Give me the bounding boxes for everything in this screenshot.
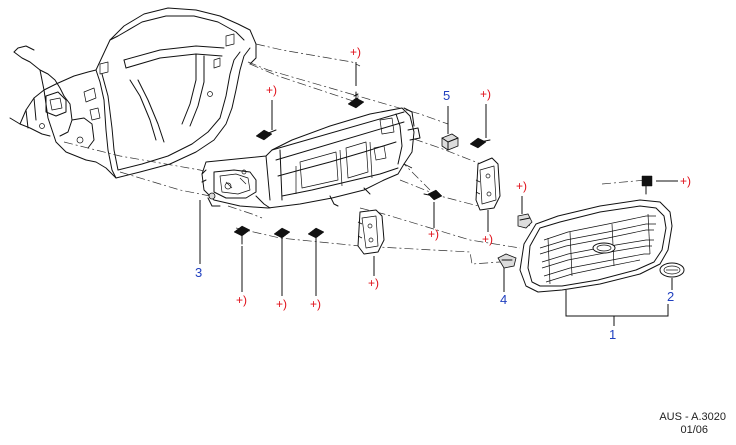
clip-upper <box>517 213 533 229</box>
note-marker-bracket-right: +) <box>482 232 494 246</box>
nut <box>441 133 459 151</box>
reference-block: AUS - A.3020 01/06 <box>659 411 726 437</box>
callout-clip: 4 <box>500 292 508 307</box>
bolt-middle <box>423 189 443 201</box>
bolt-upper-right <box>469 137 491 149</box>
reference-code: AUS - A.3020 <box>659 411 726 423</box>
note-marker-screw: +) <box>680 174 692 188</box>
note-marker-bolt-lower-2: +) <box>276 297 288 311</box>
radiator-support-panel <box>201 107 421 209</box>
reference-date: 01/06 <box>680 424 708 436</box>
bracket-right <box>475 157 501 211</box>
bolts-lower <box>233 225 325 247</box>
callout-emblem: 2 <box>667 289 675 304</box>
callout-panel: 3 <box>195 265 203 280</box>
note-marker-bolt-left: +) <box>266 83 278 97</box>
screw-grille-top <box>641 175 653 195</box>
bolt-upper-left <box>255 129 277 141</box>
clip-part-4 <box>497 253 517 269</box>
note-marker-bolt-lower-3: +) <box>310 297 322 311</box>
leader-lines <box>199 62 678 326</box>
note-marker-bolt-top: +) <box>350 45 362 59</box>
note-marker-bolt-right: +) <box>480 87 492 101</box>
vehicle-body-structure <box>9 7 257 179</box>
callout-nut: 5 <box>443 88 451 103</box>
callout-grille: 1 <box>609 327 617 342</box>
bolt-top-center <box>347 91 365 109</box>
bracket-left <box>357 209 385 255</box>
note-marker-bracket-left: +) <box>368 276 380 290</box>
emblem <box>659 262 685 278</box>
note-marker-clip-upper: +) <box>516 179 528 193</box>
note-marker-bolt-middle: +) <box>428 227 440 241</box>
note-marker-bolt-lower-1: +) <box>236 293 248 307</box>
grille <box>519 199 673 293</box>
